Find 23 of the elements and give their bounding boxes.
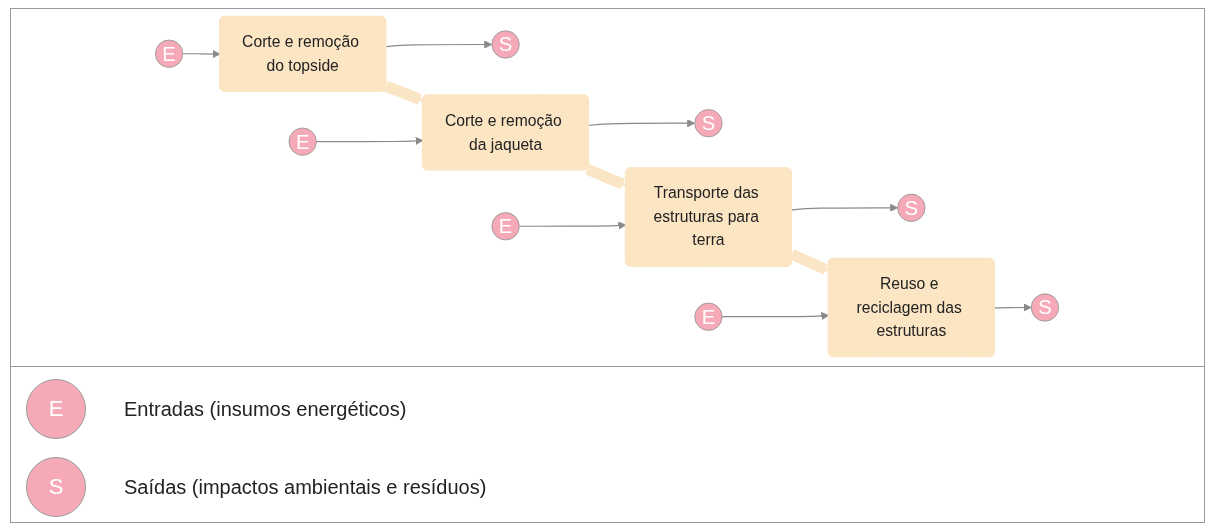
arrow xyxy=(384,81,424,105)
node-circle xyxy=(491,30,521,59)
node-circle xyxy=(897,193,926,222)
node-circle xyxy=(694,109,724,138)
arrow xyxy=(722,311,830,321)
arrow xyxy=(182,49,221,59)
legend-text: Entradas (insumos energéticos) xyxy=(124,397,407,421)
flow-diagram: E Corte e remoção do topside S E Corte e remoção da jaqueta S E Transporte das estruturas para terra S E Reuso e reciclagem das estruturas S xyxy=(148,9,1067,364)
legend-text: Saídas (impactos ambientais e resíduos) xyxy=(124,475,487,499)
node-circle xyxy=(155,39,184,68)
arrow xyxy=(316,136,424,145)
arrow xyxy=(588,119,696,128)
node-circle xyxy=(1031,293,1060,322)
node-circle xyxy=(694,302,724,331)
arrow xyxy=(994,303,1033,312)
legend-circle: E xyxy=(26,379,86,439)
arrow xyxy=(791,203,899,212)
arrow xyxy=(585,164,627,190)
arrow xyxy=(386,40,493,49)
legend-circle: S xyxy=(26,457,86,517)
node-circle xyxy=(491,212,521,241)
arrow xyxy=(519,221,627,230)
node-circle xyxy=(289,127,318,156)
